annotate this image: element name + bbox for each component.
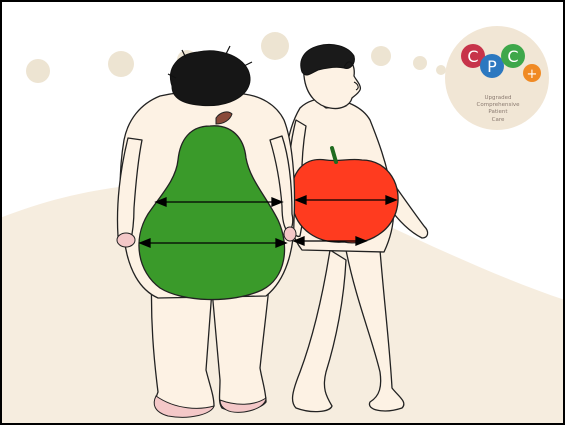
logo-plus: + (527, 67, 538, 82)
logo-tagline: Upgraded Comprehensive Patient Care (446, 95, 550, 124)
logo-letter-c1: C (467, 47, 478, 66)
logo-tagline-line: Care (446, 117, 550, 124)
logo-letter-p: P (487, 57, 497, 76)
woman-hair (170, 51, 250, 106)
logo-tagline-line: Comprehensive (446, 102, 550, 109)
logo-tagline-line: Patient (446, 109, 550, 116)
logo-letter-c2: C (507, 47, 518, 66)
woman-right-hand (284, 227, 296, 241)
logo-tagline-line: Upgraded (446, 95, 550, 102)
woman-left-hand (117, 233, 135, 247)
